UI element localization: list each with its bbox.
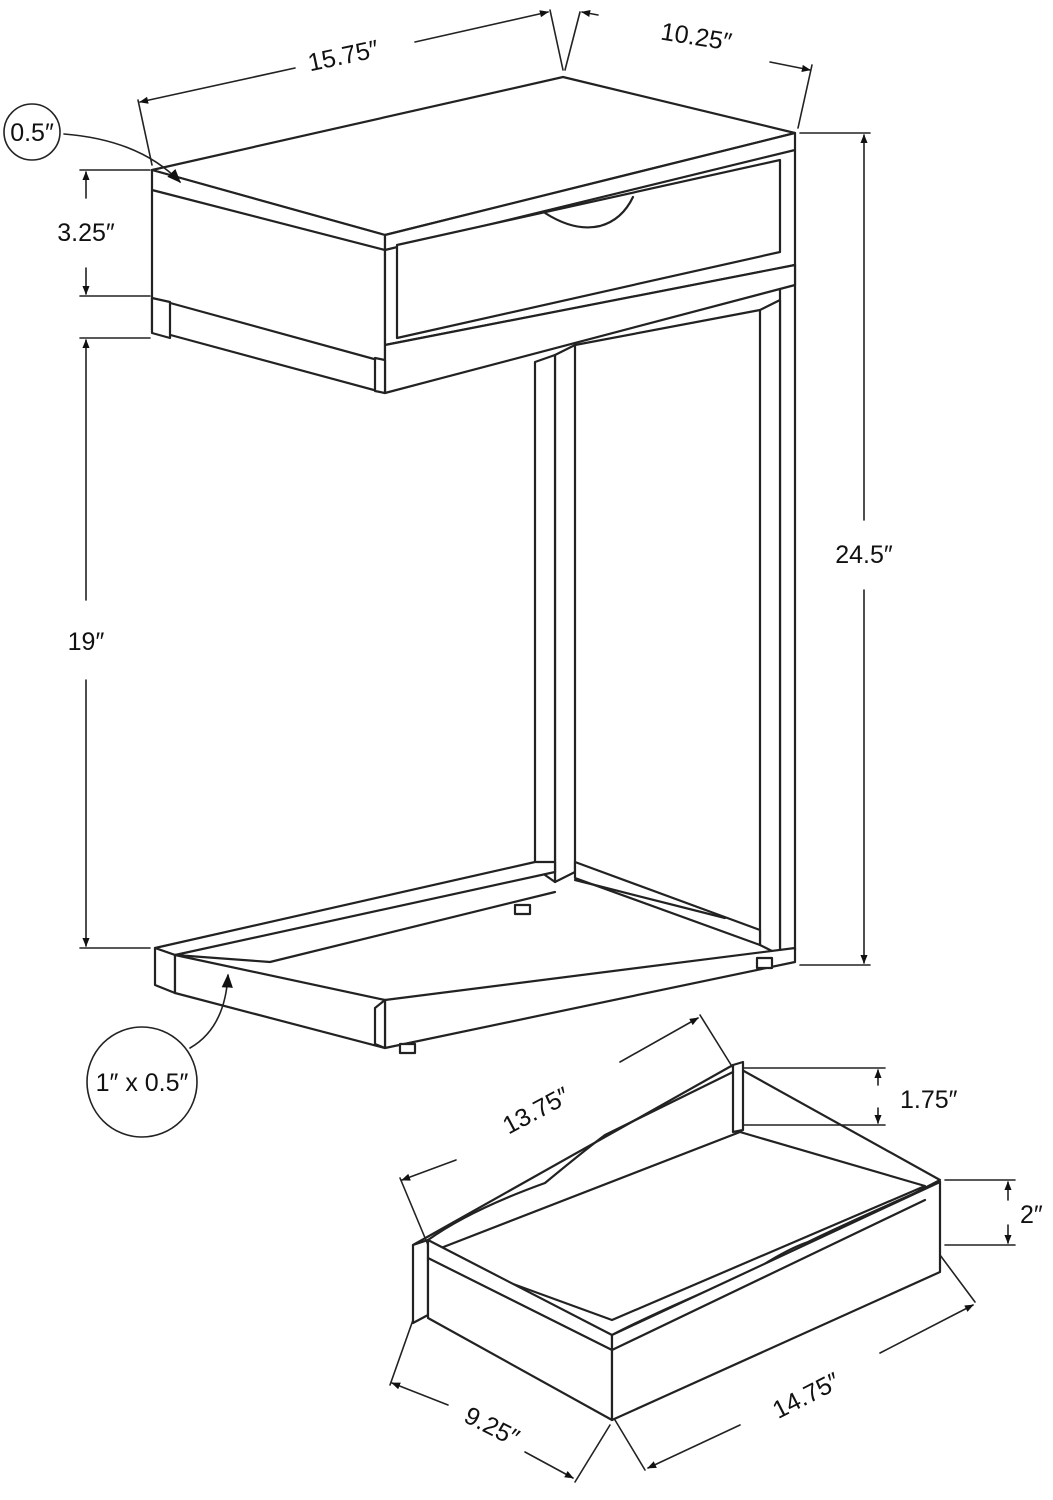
c-frame [533,263,797,957]
callout-circle-top [3,103,61,161]
label-drawer-side-height: 2″ [1020,1201,1043,1229]
drawer [411,1060,942,1422]
table-drawer-front [395,158,782,340]
base-frame [153,860,797,1055]
label-width: 15.75″ [305,35,381,77]
callout-circle-base [86,1026,198,1138]
label-drawer-depth: 9.25″ [460,1401,524,1452]
label-total-height: 24.5″ [835,541,893,569]
label-drawer-length: 14.75″ [768,1367,844,1424]
label-top-thickness: 0.5″ [10,119,54,147]
label-drawer-inner-width: 13.75″ [498,1082,574,1140]
label-drawer-height: 3.25″ [57,219,115,247]
dimension-lines [63,9,1016,1483]
label-depth: 10.25″ [659,18,734,57]
label-base-section: 1″ x 0.5″ [96,1069,189,1097]
side-table [150,75,797,1055]
label-drawer-inner-depth: 1.75″ [900,1086,958,1114]
label-leg-height: 19″ [68,628,105,656]
